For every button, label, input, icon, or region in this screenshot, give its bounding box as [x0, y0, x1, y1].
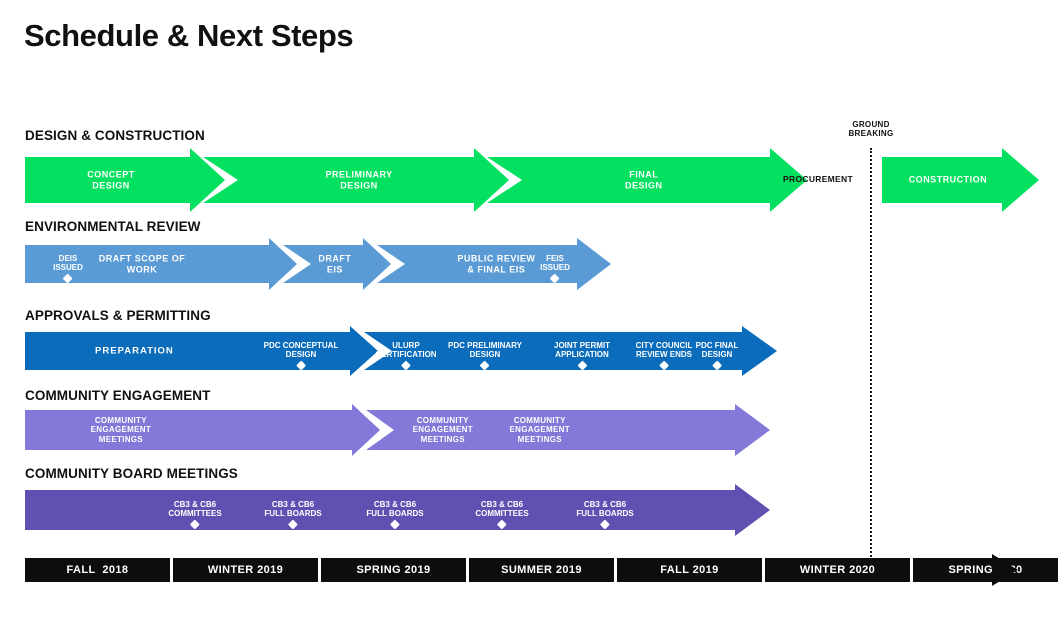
milestone-label: PDC FINAL DESIGN — [695, 341, 739, 360]
milestone-label: CITY COUNCIL REVIEW ENDS — [635, 341, 693, 360]
segment-preliminary-design[interactable]: PRELIMINARY DESIGN — [203, 148, 509, 212]
timeline-axis: FALL 2018 WINTER 2019 SPRING 2019 SUMMER… — [0, 554, 1064, 586]
diamond-icon — [577, 360, 587, 371]
band-environmental-review: DRAFT SCOPE OF WORK DRAFT EIS PUBLIC REV… — [25, 238, 611, 290]
segment-public-review-final-eis[interactable]: PUBLIC REVIEW & FINAL EIS — [377, 238, 611, 290]
milestone-cb-committees-1[interactable]: CB3 & CB6 COMMITTEES — [168, 491, 222, 537]
diamond-icon — [296, 360, 306, 371]
milestone-label: CB3 & CB6 COMMITTEES — [168, 500, 222, 519]
diamond-icon — [288, 519, 298, 530]
timeline-period-fall-2018[interactable]: FALL 2018 — [25, 558, 170, 582]
diamond-icon — [659, 360, 669, 371]
milestone-label: JOINT PERMIT APPLICATION — [553, 341, 611, 360]
procurement-label: PROCUREMENT — [783, 174, 853, 184]
row-label-design-construction: DESIGN & CONSTRUCTION — [25, 128, 205, 143]
chevron-shape-concept-design — [25, 148, 225, 212]
segment-community-board-meetings[interactable] — [25, 484, 770, 536]
milestone-label: PDC PRELIMINARY DESIGN — [448, 341, 522, 360]
milestone-label: CB3 & CB6 FULL BOARDS — [264, 500, 322, 519]
milestone-ulurp-certification[interactable]: ULURP CERTIFICATION — [375, 332, 437, 378]
row-label-community-board-meetings: COMMUNITY BOARD MEETINGS — [25, 466, 238, 481]
segment-approvals-tail[interactable] — [364, 326, 777, 376]
diamond-icon — [550, 273, 560, 284]
chevron-shape-construction — [882, 148, 1039, 212]
diamond-icon — [712, 360, 722, 371]
timeline-period-label: WINTER 2019 — [207, 564, 284, 576]
diamond-icon — [390, 519, 400, 530]
timeline-period-label: FALL 2019 — [660, 564, 719, 576]
row-label-environmental-review: ENVIRONMENTAL REVIEW — [25, 219, 201, 234]
milestone-label: FEIS ISSUED — [540, 254, 570, 273]
milestone-deis-issued[interactable]: DEIS ISSUED — [53, 245, 83, 291]
timeline-period-winter-2020[interactable]: WINTER 2020 — [765, 558, 910, 582]
segment-concept-design[interactable]: CONCEPT DESIGN — [25, 148, 225, 212]
segment-final-design[interactable]: FINAL DESIGN — [487, 148, 807, 212]
timeline-period-spring-2019[interactable]: SPRING 2019 — [321, 558, 466, 582]
milestone-pdc-preliminary-design[interactable]: PDC PRELIMINARY DESIGN — [448, 332, 522, 378]
chevron-shape-ce-rest — [366, 404, 770, 456]
milestone-cb-full-boards-2[interactable]: CB3 & CB6 FULL BOARDS — [366, 491, 424, 537]
band-community-board-meetings: CB3 & CB6 COMMITTEES CB3 & CB6 FULL BOAR… — [25, 484, 770, 536]
milestone-label: CB3 & CB6 FULL BOARDS — [366, 500, 424, 519]
diamond-icon — [401, 360, 411, 371]
segment-draft-eis[interactable]: DRAFT EIS — [283, 238, 391, 290]
diamond-icon — [480, 360, 490, 371]
row-label-community-engagement: COMMUNITY ENGAGEMENT — [25, 388, 211, 403]
milestone-city-council-review-ends[interactable]: CITY COUNCIL REVIEW ENDS — [635, 332, 693, 378]
diamond-icon — [600, 519, 610, 530]
diamond-icon — [497, 519, 507, 530]
chevron-shape-final-design — [487, 148, 807, 212]
timeline-period-label: SPRING 2019 — [356, 564, 431, 576]
timeline-period-fall-2019[interactable]: FALL 2019 — [617, 558, 762, 582]
milestone-label: ULURP CERTIFICATION — [375, 341, 437, 360]
ground-breaking-divider — [870, 148, 872, 560]
page-title: Schedule & Next Steps — [24, 18, 354, 53]
milestone-label: DEIS ISSUED — [53, 254, 83, 273]
timeline-arrow-icon — [992, 554, 1018, 586]
diamond-icon — [63, 273, 73, 284]
chevron-shape-approvals-tail — [364, 326, 777, 376]
timeline-period-summer-2019[interactable]: SUMMER 2019 — [469, 558, 614, 582]
milestone-cb-committees-2[interactable]: CB3 & CB6 COMMITTEES — [475, 491, 529, 537]
row-label-approvals-permitting: APPROVALS & PERMITTING — [25, 308, 211, 323]
chevron-shape-public-review — [377, 238, 611, 290]
timeline-period-label: WINTER 2020 — [799, 564, 876, 576]
chevron-shape-ce-1 — [25, 404, 380, 456]
timeline-period-label: FALL 2018 — [66, 564, 129, 576]
milestone-label: CB3 & CB6 COMMITTEES — [475, 500, 529, 519]
chevron-shape-cbm — [25, 484, 770, 536]
timeline-period-label: SUMMER 2019 — [501, 564, 582, 576]
chevron-shape-draft-eis — [283, 238, 391, 290]
milestone-cb-full-boards-3[interactable]: CB3 & CB6 FULL BOARDS — [576, 491, 634, 537]
segment-construction[interactable]: CONSTRUCTION — [882, 148, 1039, 212]
milestone-pdc-final-design[interactable]: PDC FINAL DESIGN — [695, 332, 739, 378]
milestone-pdc-conceptual-design[interactable]: PDC CONCEPTUAL DESIGN — [263, 332, 339, 378]
chevron-shape-preparation — [25, 326, 378, 376]
band-approvals-permitting: PREPARATION PDC CONCEPTUAL DESIGN ULURP … — [25, 326, 777, 376]
segment-community-engagement-1[interactable]: COMMUNITY ENGAGEMENT MEETINGS — [25, 404, 380, 456]
milestone-feis-issued[interactable]: FEIS ISSUED — [540, 245, 570, 291]
timeline-period-spring-2020[interactable]: SPRING 2020 — [913, 558, 1058, 582]
band-community-engagement: COMMUNITY ENGAGEMENT MEETINGS COMMUNITY … — [25, 404, 770, 456]
diamond-icon — [190, 519, 200, 530]
segment-community-engagement-rest[interactable]: COMMUNITY ENGAGEMENT MEETINGS COMMUNITY … — [366, 404, 770, 456]
milestone-label: PDC CONCEPTUAL DESIGN — [263, 341, 339, 360]
chevron-shape-draft-scope — [25, 238, 297, 290]
ground-breaking-label: GROUND BREAKING — [848, 120, 894, 139]
milestone-cb-full-boards-1[interactable]: CB3 & CB6 FULL BOARDS — [264, 491, 322, 537]
timeline-period-winter-2019[interactable]: WINTER 2019 — [173, 558, 318, 582]
band-design-construction: CONCEPT DESIGN PRELIMINARY DESIGN FINAL … — [25, 148, 1039, 212]
milestone-joint-permit-application[interactable]: JOINT PERMIT APPLICATION — [554, 332, 610, 378]
chevron-shape-preliminary-design — [203, 148, 509, 212]
milestone-label: CB3 & CB6 FULL BOARDS — [576, 500, 634, 519]
